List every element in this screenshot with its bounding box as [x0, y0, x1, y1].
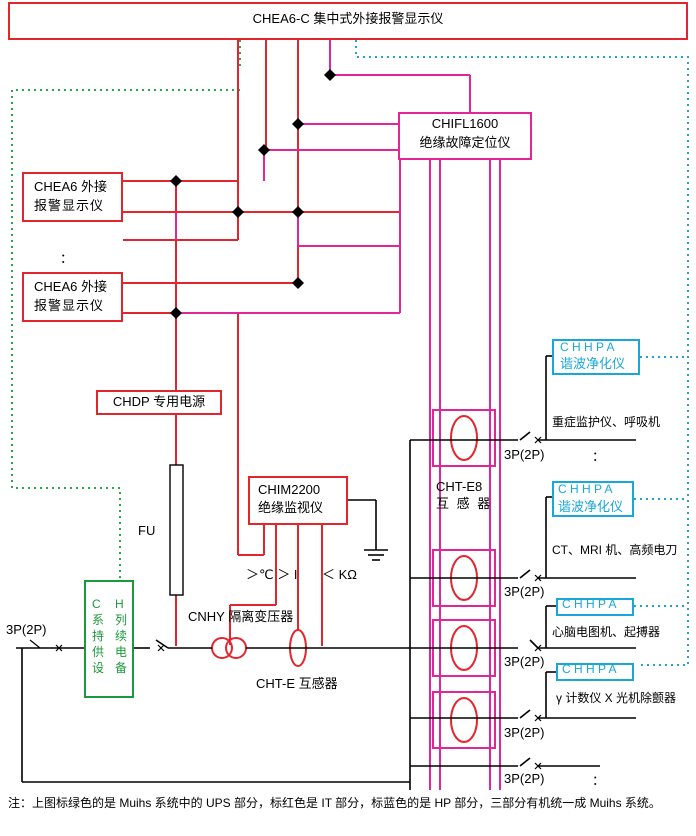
- ups-char-c: C: [92, 597, 101, 611]
- chea6-a-label-1: CHEA6 外接: [34, 179, 107, 194]
- chhpa-box-4: [556, 663, 634, 681]
- chhpa-box-1: [552, 339, 640, 375]
- ups-box: [84, 580, 134, 698]
- chifl-label-2: 绝缘故障定位仪: [419, 135, 511, 150]
- breaker-label-2: 3P(2P): [504, 584, 545, 599]
- chte-label: CHT-E 互感器: [256, 676, 338, 691]
- ups-char-dian: 电: [115, 645, 128, 659]
- breaker-label-5: 3P(2P): [504, 771, 545, 786]
- chte8-label-2: 互 感 器: [436, 496, 493, 511]
- load-label-4: γ 计数仪 X 光机除颤器: [556, 691, 677, 705]
- chdp-box: [96, 390, 222, 415]
- chifl-box: [398, 112, 532, 160]
- chte8-label-1: CHT-E8: [436, 479, 483, 494]
- chea6-b-box: [22, 272, 123, 322]
- load-label-1: 重症监护仪、呼吸机: [552, 415, 661, 429]
- breaker-label-4: 3P(2P): [504, 725, 545, 740]
- chea6-b-label-1: CHEA6 外接: [34, 279, 107, 294]
- chhpa-label-1: C H H P A: [560, 340, 615, 354]
- ups-char-gong: 供: [92, 645, 105, 659]
- chea6-a-label-2: 报警显示仪: [34, 198, 105, 213]
- ellipsis-mid: ：: [60, 251, 74, 266]
- chim-label-2: 绝缘监视仪: [258, 500, 324, 515]
- cnhy-label: CNHY 隔离变压器: [188, 609, 294, 624]
- measure-kohm: ＜ KΩ: [322, 567, 358, 582]
- harmonic-label-1: 谐波净化仪: [560, 356, 626, 371]
- chim-label-1: CHIM2200: [258, 482, 321, 497]
- chhpa-box-3: [556, 598, 634, 616]
- chhpa-label-3: C H H P A: [562, 597, 617, 611]
- breaker-label-3: 3P(2P): [504, 654, 545, 669]
- harmonic-label-2: 谐波净化仪: [558, 499, 624, 514]
- breaker-label-main: 3P(2P): [6, 622, 47, 637]
- chhpa-label-4: C H H P A: [562, 662, 617, 676]
- fuse: [169, 464, 184, 596]
- breaker-label-1: 3P(2P): [504, 447, 545, 462]
- chea6-a-box: [22, 172, 123, 222]
- colon-1: ：: [592, 449, 606, 464]
- load-label-2: CT、MRI 机、高频电刀: [552, 543, 678, 557]
- ups-char-lie: 列: [115, 613, 128, 627]
- chim-box: [248, 476, 348, 525]
- footnote: 注：上图标绿色的是 Muihs 系统中的 UPS 部分，标红色是 IT 部分，标…: [8, 796, 661, 810]
- chhpa-label-2: C H H P A: [558, 482, 613, 496]
- ups-char-xu: 续: [115, 629, 128, 643]
- fu-label: FU: [138, 523, 156, 538]
- chhpa-box-2: [552, 481, 634, 517]
- colon-2: ：: [592, 773, 606, 788]
- ups-char-she: 设: [92, 661, 105, 675]
- ups-signal-dotted-line-2: [11, 89, 240, 580]
- chea6-b-label-2: 报警显示仪: [34, 298, 105, 313]
- ups-char-bei: 备: [115, 661, 128, 675]
- load-label-3: 心脑电图机、起搏器: [552, 625, 661, 639]
- chea6c-box: [8, 2, 688, 40]
- chifl-label-1: CHIFL1600: [431, 116, 499, 131]
- chdp-label: CHDP 专用电源: [112, 394, 206, 409]
- chea6c-title: CHEA6-C 集中式外接报警显示仪: [252, 11, 444, 26]
- ups-char-xi: 系: [92, 613, 105, 627]
- measure-temp-current: ＞℃ ＞ I: [246, 567, 298, 582]
- ups-char-chi: 持: [92, 629, 105, 643]
- hp-signal-dotted-line: [355, 40, 689, 666]
- ups-char-h: H: [115, 597, 124, 611]
